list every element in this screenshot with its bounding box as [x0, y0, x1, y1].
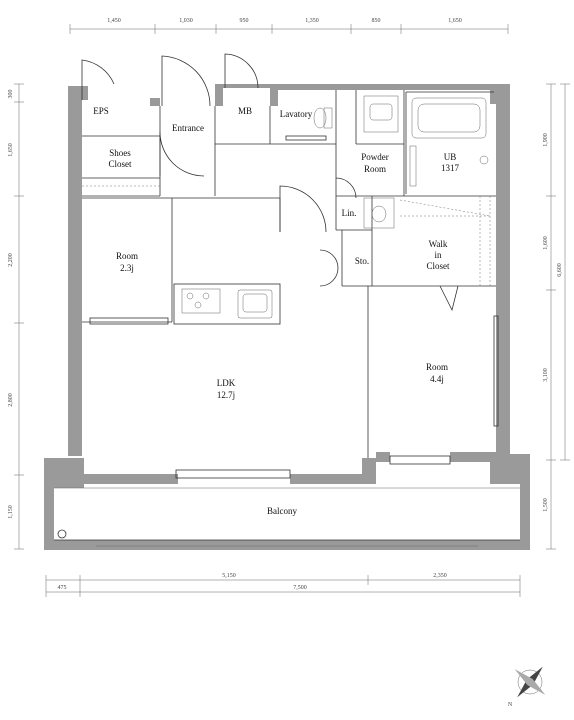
room-labels: EPS Shoes Closet Entrance MB Lavatory Po…: [93, 106, 459, 516]
bottom-dim-3: 2,350: [433, 573, 447, 579]
bottom-dim-2: 5,150: [222, 573, 236, 579]
left-dim-3: 2,200: [8, 253, 14, 267]
label-lin: Lin.: [342, 208, 357, 218]
label-walk-in-closet-line3: Closet: [426, 261, 450, 271]
interior-walls: [82, 90, 496, 458]
label-ldk-line1: LDK: [217, 378, 236, 388]
label-room-west-line1: Room: [116, 251, 138, 261]
label-room-east-line2: 4.4j: [430, 374, 444, 384]
label-shoes-closet-line1: Shoes: [109, 148, 131, 158]
top-dimension-line: 1,450 1,030 950 1,350 850 1,650: [69, 18, 509, 34]
balcony-railing: [54, 487, 520, 547]
top-dim-1: 1,450: [107, 18, 121, 24]
label-lavatory: Lavatory: [280, 109, 313, 119]
right-dim-3: 3,100: [543, 368, 549, 382]
bottom-dimension-line: 475 5,150 2,350 7,500: [45, 573, 521, 597]
label-room-east-line1: Room: [426, 362, 448, 372]
label-powder-room-line2: Room: [364, 164, 386, 174]
right-dimension-line: 1,900 1,600 3,100 1,500 6,600: [543, 83, 570, 550]
label-mb: MB: [238, 106, 252, 116]
label-ub-line1: UB: [444, 152, 457, 162]
right-dim-1: 1,900: [543, 133, 549, 147]
label-balcony: Balcony: [267, 506, 297, 516]
label-eps: EPS: [93, 106, 109, 116]
left-dimension-line: 300 1,650 2,200 2,800 1,150: [8, 83, 24, 550]
label-ub-line2: 1317: [441, 163, 460, 173]
label-sto: Sto.: [355, 256, 369, 266]
right-dim-2: 1,600: [543, 236, 549, 250]
label-entrance: Entrance: [172, 123, 204, 133]
powder-sink-icon: [363, 197, 395, 229]
bottom-dim-total: 7,500: [293, 585, 307, 591]
stove-icon: [181, 288, 221, 314]
top-dim-5: 850: [372, 18, 381, 24]
label-shoes-closet-line2: Closet: [108, 159, 132, 169]
exterior-walls: [44, 84, 530, 550]
shower-icon: [409, 145, 489, 187]
left-dim-1: 300: [8, 90, 14, 99]
left-dim-5: 1,150: [8, 505, 14, 519]
label-walk-in-closet-line2: in: [434, 250, 442, 260]
washbasin-icon: [363, 95, 399, 133]
right-dim-4: 1,500: [543, 498, 549, 512]
top-dim-2: 1,030: [179, 18, 193, 24]
left-dim-2: 1,650: [8, 143, 14, 157]
label-walk-in-closet-line1: Walk: [429, 239, 448, 249]
kitchen-sink-icon: [237, 289, 273, 319]
compass-north-label: N: [508, 702, 513, 708]
top-dim-3: 950: [240, 18, 249, 24]
compass-icon: N: [508, 666, 546, 708]
top-dim-4: 1,350: [305, 18, 319, 24]
bottom-dim-1: 475: [58, 585, 67, 591]
right-dim-total: 6,600: [557, 263, 563, 277]
left-dim-4: 2,800: [8, 393, 14, 407]
bathtub-icon: [411, 97, 487, 139]
windows: [89, 135, 499, 479]
toilet-icon: [313, 107, 333, 129]
door-swings: [81, 53, 459, 312]
label-powder-room-line1: Powder: [361, 152, 389, 162]
top-dim-6: 1,650: [448, 18, 462, 24]
label-ldk-line2: 12.7j: [217, 390, 235, 400]
label-room-west-line2: 2.3j: [120, 263, 134, 273]
